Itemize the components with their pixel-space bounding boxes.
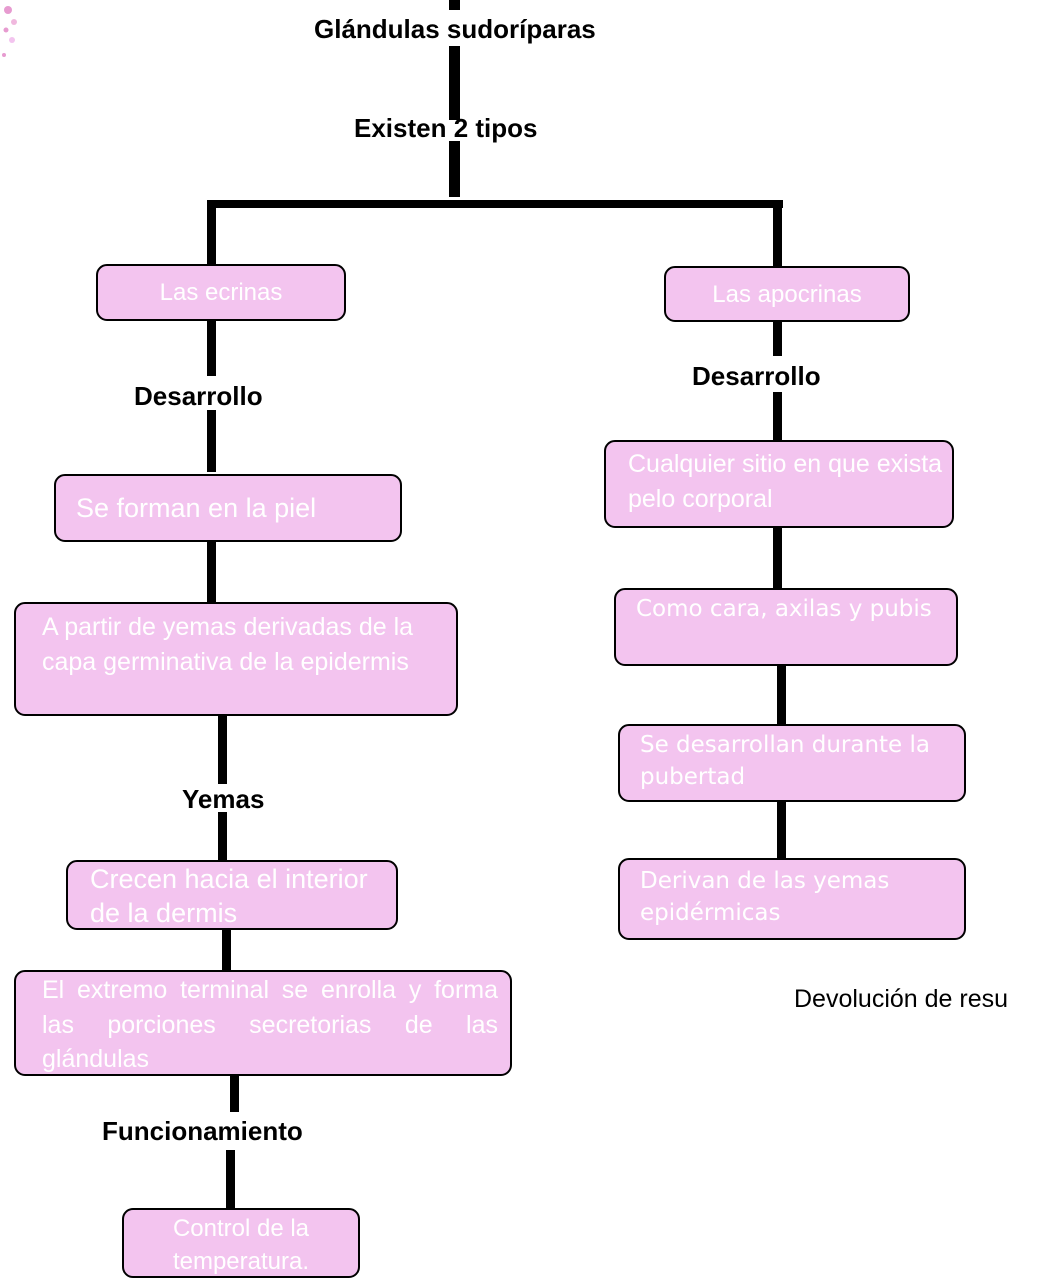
- node-como-cara-axilas-pubis: Como cara, axilas y pubis: [614, 588, 958, 666]
- connector-partir-yemas: [218, 716, 227, 784]
- yemas-label: Yemas: [182, 784, 265, 814]
- connector-desarrollo-forman: [207, 410, 216, 472]
- connector-cualquier-como: [773, 528, 782, 588]
- connector-como-desarrollan: [777, 666, 786, 724]
- node-cualquier-sitio: Cualquier sitio en que exista pelo corpo…: [604, 440, 954, 528]
- node-control-de-la-temperatura: Control de la temperatura.: [122, 1208, 360, 1278]
- left-desarrollo-label: Desarrollo: [134, 381, 263, 411]
- node-las-apocrinas: Las apocrinas: [664, 266, 910, 322]
- connector-subtitle-split: [449, 141, 460, 197]
- node-a-partir-de-yemas: A partir de yemas derivadas de la capa g…: [14, 602, 458, 716]
- connector-left-drop: [207, 200, 216, 266]
- connector-right-drop: [773, 200, 782, 266]
- right-desarrollo-label: Desarrollo: [692, 361, 821, 391]
- node-crecen-hacia-el-interior: Crecen hacia el interior de la dermis: [66, 860, 398, 930]
- floral-decoration-icon: [2, 6, 17, 57]
- connector-apocrinas-desarrollo: [773, 320, 782, 356]
- connector-desarrollan-derivan: [777, 802, 786, 858]
- connector-desarrollo-cualquier: [773, 392, 782, 440]
- connector-forman-partir: [207, 540, 216, 604]
- connector-funcionamiento-control: [226, 1150, 235, 1208]
- connector-title-top: [449, 0, 460, 10]
- footer-text: Devolución de resu: [794, 985, 1009, 1013]
- node-las-ecrinas: Las ecrinas: [96, 264, 346, 321]
- node-derivan-de-las-yemas: Derivan de las yemas epidérmicas: [618, 858, 966, 940]
- diagram-title: Glándulas sudoríparas: [314, 14, 596, 44]
- connector-title-subtitle: [449, 46, 460, 120]
- node-el-extremo-terminal: El extremo terminal se enrolla y forma l…: [14, 970, 512, 1076]
- connector-crecen-extremo: [222, 930, 231, 970]
- funcionamiento-label: Funcionamiento: [102, 1116, 303, 1146]
- node-se-desarrollan-durante: Se desarrollan durante la pubertad: [618, 724, 966, 802]
- connector-horizontal-split: [207, 200, 783, 208]
- node-se-forman-en-la-piel: Se forman en la piel: [54, 474, 402, 542]
- connector-ecrinas-desarrollo: [207, 320, 216, 376]
- types-label: Existen 2 tipos: [354, 113, 538, 143]
- connector-yemas-crecen: [218, 812, 227, 860]
- connector-extremo-funcionamiento: [230, 1076, 239, 1112]
